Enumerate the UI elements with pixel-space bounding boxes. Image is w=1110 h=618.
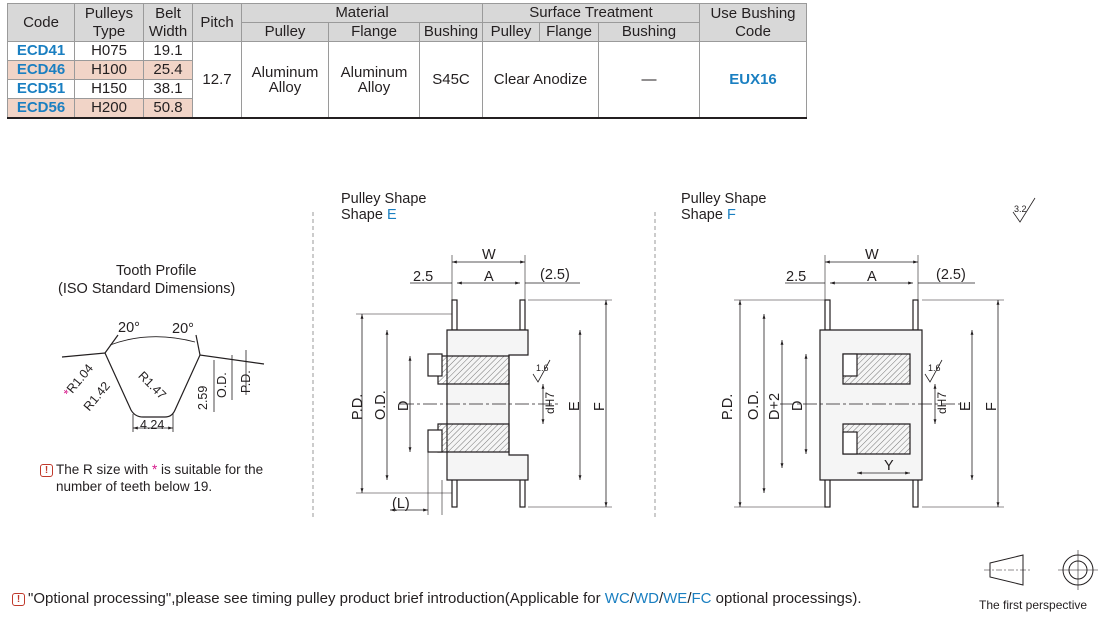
- table-row: ECD46 H100 25.4: [7, 60, 807, 80]
- row-belt-width: 50.8: [143, 98, 193, 119]
- row-belt-width: 25.4: [143, 60, 193, 80]
- tooth-profile-drawing: [61, 334, 265, 432]
- tooth-angle-right: 20°: [172, 321, 194, 337]
- row-code: ECD51: [7, 79, 75, 99]
- row-code: ECD56: [7, 98, 75, 119]
- shape-f-left-offset: 2.5: [786, 269, 807, 285]
- shape-f-w: W: [865, 247, 879, 263]
- col-material-pulley: Pulley: [241, 22, 329, 42]
- shape-f-e: E: [958, 401, 974, 411]
- st-pulley-flange-value: Clear Anodize: [482, 41, 599, 119]
- shape-f-a: A: [867, 269, 877, 285]
- table-row: ECD51 H150 38.1: [7, 79, 807, 99]
- tooth-note: !The R size with * is suitable for the: [40, 462, 263, 478]
- shape-f-d2: D+2: [767, 392, 783, 420]
- tooth-depth: 2.59: [196, 385, 210, 410]
- shape-e-left-offset: 2.5: [413, 269, 434, 285]
- col-st-bushing: Bushing: [598, 22, 700, 42]
- shape-f-pd: P.D.: [720, 393, 736, 420]
- shape-e-l: (L): [392, 496, 410, 512]
- shape-e-f: F: [592, 402, 608, 411]
- shape-e-d: D: [396, 400, 412, 411]
- col-pitch: Pitch: [192, 3, 242, 42]
- first-perspective-label: The first perspective: [979, 598, 1088, 612]
- tooth-width: 4.24: [140, 418, 165, 432]
- shape-f-roughness: 1.6: [928, 363, 941, 373]
- shape-f-right-offset: (2.5): [936, 267, 966, 283]
- col-material-flange: Flange: [328, 22, 420, 42]
- table-row: ECD56 H200 50.8: [7, 98, 807, 119]
- shape-e-pd: P.D.: [350, 393, 366, 420]
- tooth-profile-title: Tooth Profile: [116, 263, 197, 279]
- shape-e-right-offset: (2.5): [540, 267, 570, 283]
- tooth-od: O.D.: [215, 372, 229, 398]
- tooth-profile-subtitle: (ISO Standard Dimensions): [58, 281, 236, 297]
- general-roughness: 3.2: [1014, 204, 1027, 214]
- shape-e-title: Pulley Shape: [341, 191, 427, 207]
- link-wd[interactable]: WD: [633, 590, 659, 607]
- pulley-f-drawing: [734, 255, 1004, 508]
- shape-f-dh7: dH7: [935, 391, 949, 414]
- link-fc[interactable]: FC: [691, 590, 712, 607]
- shape-f-od: O.D.: [746, 390, 762, 420]
- warning-icon: !: [40, 464, 53, 477]
- col-code: Code: [7, 3, 75, 42]
- link-wc[interactable]: WC: [604, 590, 630, 607]
- first-perspective-symbol: [984, 550, 1098, 590]
- shape-e-a: A: [484, 269, 494, 285]
- shape-f-y: Y: [884, 458, 894, 474]
- row-belt-width: 38.1: [143, 79, 193, 99]
- col-material: Material: [241, 3, 483, 23]
- row-type: H100: [74, 60, 144, 80]
- row-type: H075: [74, 41, 144, 61]
- col-st-pulley: Pulley: [482, 22, 540, 42]
- optional-processing-note: !"Optional processing",please see timing…: [12, 590, 862, 607]
- tooth-pd: P.D.: [239, 370, 253, 393]
- tooth-angle-left: 20°: [118, 320, 140, 336]
- shape-f-title: Pulley Shape: [681, 191, 767, 207]
- roughness-mark: [1012, 197, 1036, 223]
- row-code: ECD46: [7, 60, 75, 80]
- col-st-flange: Flange: [539, 22, 599, 42]
- shape-f-f: F: [984, 402, 1000, 411]
- material-bushing-value: S45C: [419, 41, 483, 119]
- warning-icon: !: [12, 593, 25, 606]
- link-we[interactable]: WE: [663, 590, 688, 607]
- shape-e-subtitle: Shape E: [341, 207, 397, 223]
- shape-f-d: D: [790, 400, 806, 411]
- pitch-value: 12.7: [192, 41, 242, 119]
- tooth-note-line2: number of teeth below 19.: [56, 479, 213, 494]
- bushing-code-value: EUX16: [699, 41, 807, 119]
- shape-e-dh7: dH7: [543, 391, 557, 414]
- pulley-e-drawing: [356, 255, 612, 515]
- shape-e-od: O.D.: [373, 390, 389, 420]
- shape-e-roughness: 1.6: [536, 363, 549, 373]
- shape-e-e: E: [567, 401, 583, 411]
- col-surface-treatment: Surface Treatment: [482, 3, 700, 23]
- shape-e-w: W: [482, 247, 496, 263]
- col-material-bushing: Bushing: [419, 22, 483, 42]
- st-bushing-value: —: [598, 41, 700, 119]
- shape-f-subtitle: Shape F: [681, 207, 736, 223]
